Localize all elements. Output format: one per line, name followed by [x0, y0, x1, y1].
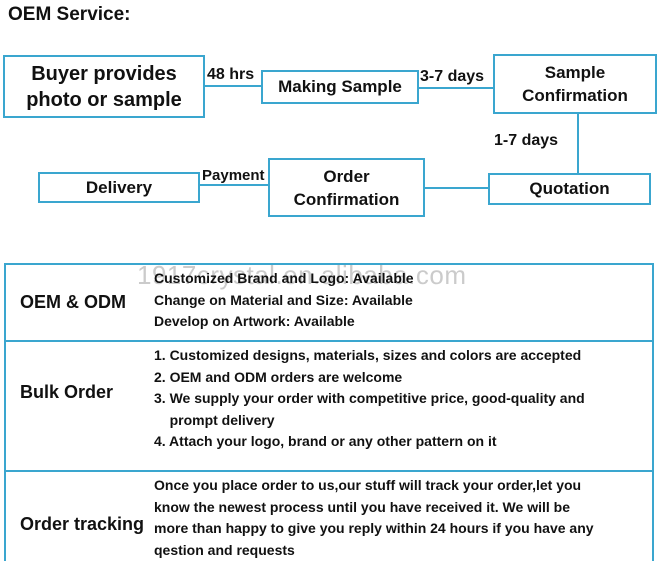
row-content-bulk-order: 1. Customized designs, materials, sizes …	[154, 347, 585, 449]
row-content-order-tracking: Once you place order to us,our stuff wil…	[154, 477, 594, 558]
edge-label-48hrs: 48 hrs	[207, 66, 255, 83]
flow-node-sample-confirmation: Sample Confirmation	[493, 54, 657, 114]
page-title: OEM Service:	[8, 4, 131, 25]
connector-delivery-order	[199, 184, 268, 186]
flow-node-delivery: Delivery	[38, 172, 200, 203]
table-row: Bulk Order 1. Customized designs, materi…	[6, 340, 652, 470]
flow-node-order-confirmation: Order Confirmation	[268, 158, 425, 217]
connector-order-quotation	[424, 187, 488, 189]
row-label-order-tracking: Order tracking	[20, 514, 145, 534]
connector-making-sample	[418, 87, 494, 89]
flow-node-buyer-provides: Buyer provides photo or sample	[3, 55, 205, 118]
row-label-bulk-order: Bulk Order	[20, 381, 114, 402]
table-row: OEM & ODM Customized Brand and Logo: Ava…	[6, 265, 652, 340]
connector-sample-quotation	[577, 114, 579, 174]
row-label-oem-odm: OEM & ODM	[20, 292, 126, 312]
edge-label-3-7-days: 3-7 days	[420, 68, 485, 85]
edge-label-payment: Payment	[202, 167, 265, 184]
connector-buyer-making	[204, 85, 262, 87]
row-content-oem-odm: Customized Brand and Logo: Available Cha…	[154, 270, 414, 329]
flow-node-making-sample: Making Sample	[261, 70, 419, 104]
service-info-table: OEM & ODM Customized Brand and Logo: Ava…	[4, 263, 654, 561]
edge-label-1-7-days: 1-7 days	[494, 132, 559, 149]
flow-node-quotation: Quotation	[488, 173, 651, 205]
table-row: Order tracking Once you place order to u…	[6, 470, 652, 561]
